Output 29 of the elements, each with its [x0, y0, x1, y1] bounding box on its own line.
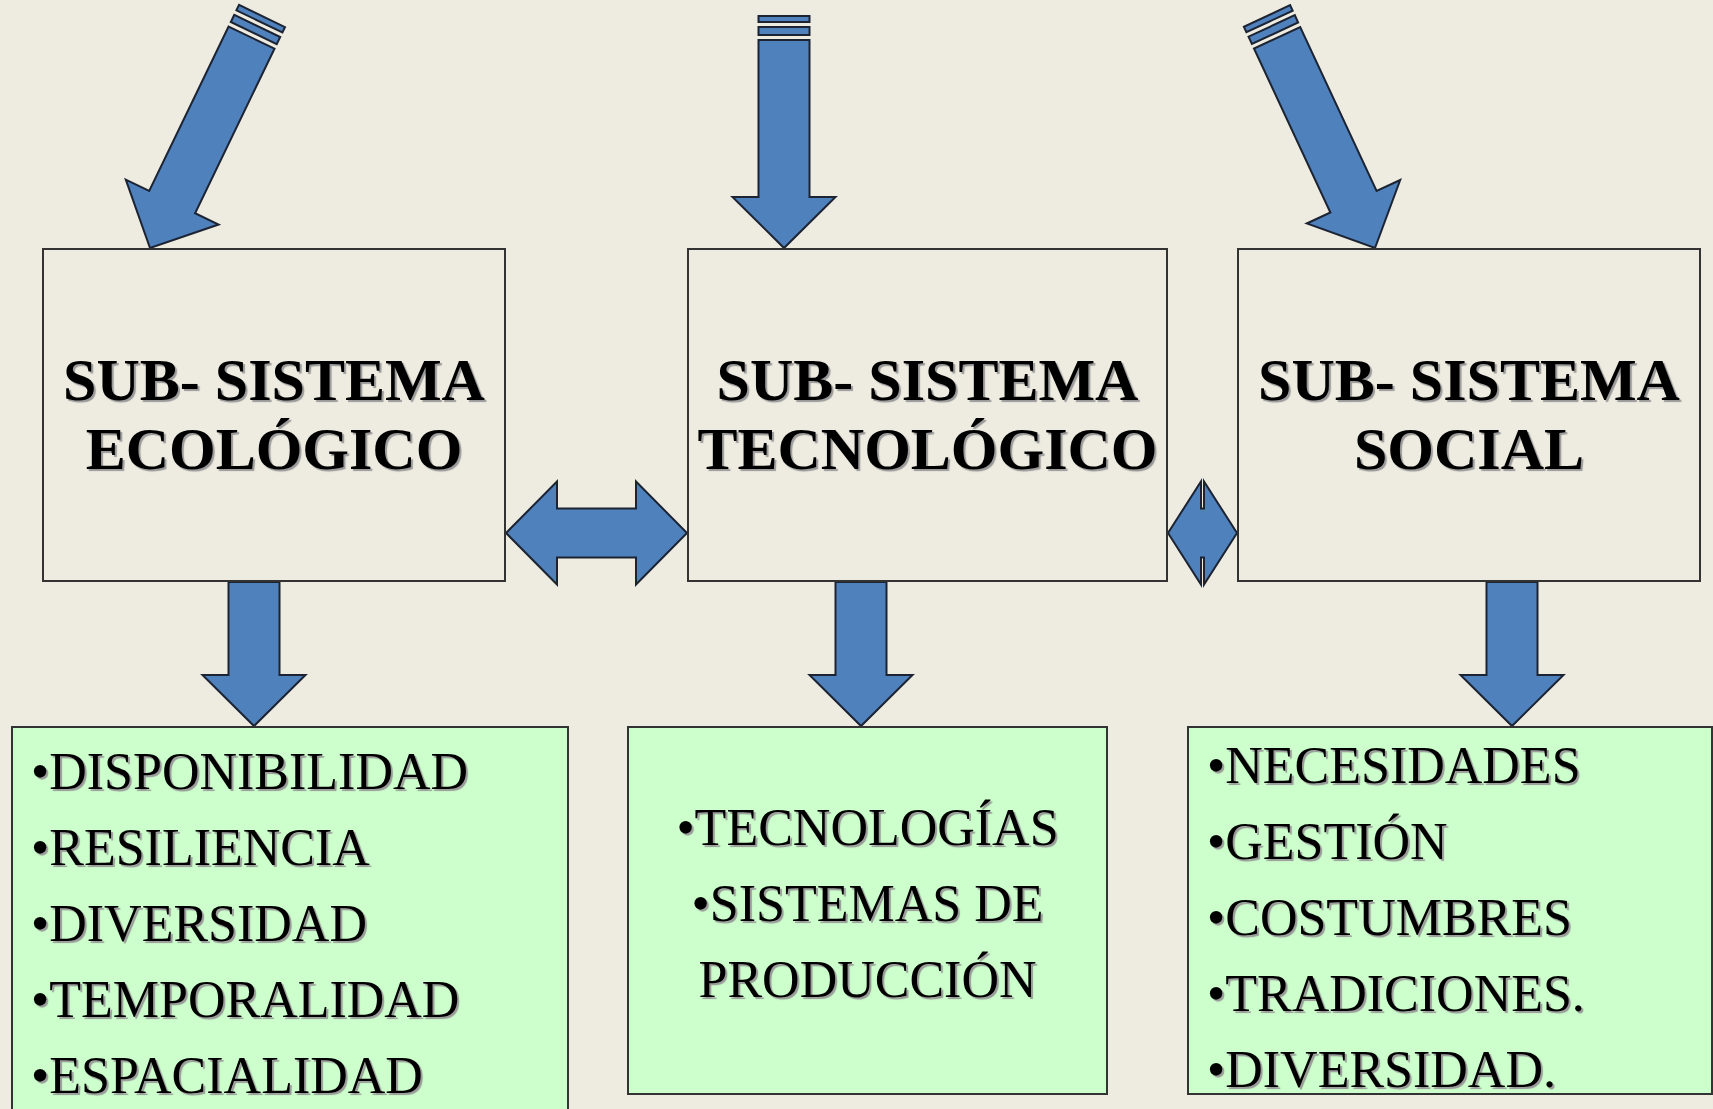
list-item: •TRADICIONES. — [1207, 964, 1586, 1024]
subsystem-box — [42, 248, 506, 582]
list-item: •DIVERSIDAD. — [1207, 1040, 1557, 1100]
block-arrow — [200, 581, 308, 728]
list-item: •DISPONIBILIDAD — [31, 742, 470, 802]
block-arrow — [504, 479, 689, 587]
list-item: •TEMPORALIDAD — [31, 970, 461, 1030]
list-item: •ESPACIALIDAD — [31, 1046, 424, 1106]
subsystem-box — [687, 248, 1168, 582]
attribute-list-box — [627, 726, 1108, 1095]
attribute-list-box — [11, 726, 569, 1109]
list-item: •TECNOLOGÍAS — [675, 798, 1060, 858]
subsystem-title: SUB- SISTEMA SOCIAL — [1257, 346, 1681, 484]
list-item: •GESTIÓN — [1207, 812, 1449, 872]
subsystem-title: SUB- SISTEMA TECNOLÓGICO — [696, 346, 1159, 484]
block-arrow — [124, 3, 287, 250]
block-arrow — [807, 581, 915, 728]
list-item: •SISTEMAS DE PRODUCCIÓN — [690, 874, 1045, 1010]
block-arrow — [1166, 478, 1239, 588]
list-item: •NECESIDADES — [1207, 736, 1582, 796]
subsystem-title: SUB- SISTEMA ECOLÓGICO — [62, 346, 486, 484]
list-item: •RESILIENCIA — [31, 818, 371, 878]
attribute-list-box — [1187, 726, 1713, 1095]
block-arrow — [1242, 3, 1402, 250]
block-arrow — [730, 15, 838, 250]
list-item: •DIVERSIDAD — [31, 894, 368, 954]
subsystem-box — [1237, 248, 1701, 582]
list-item: •COSTUMBRES — [1207, 888, 1573, 948]
block-arrow — [1458, 581, 1566, 728]
